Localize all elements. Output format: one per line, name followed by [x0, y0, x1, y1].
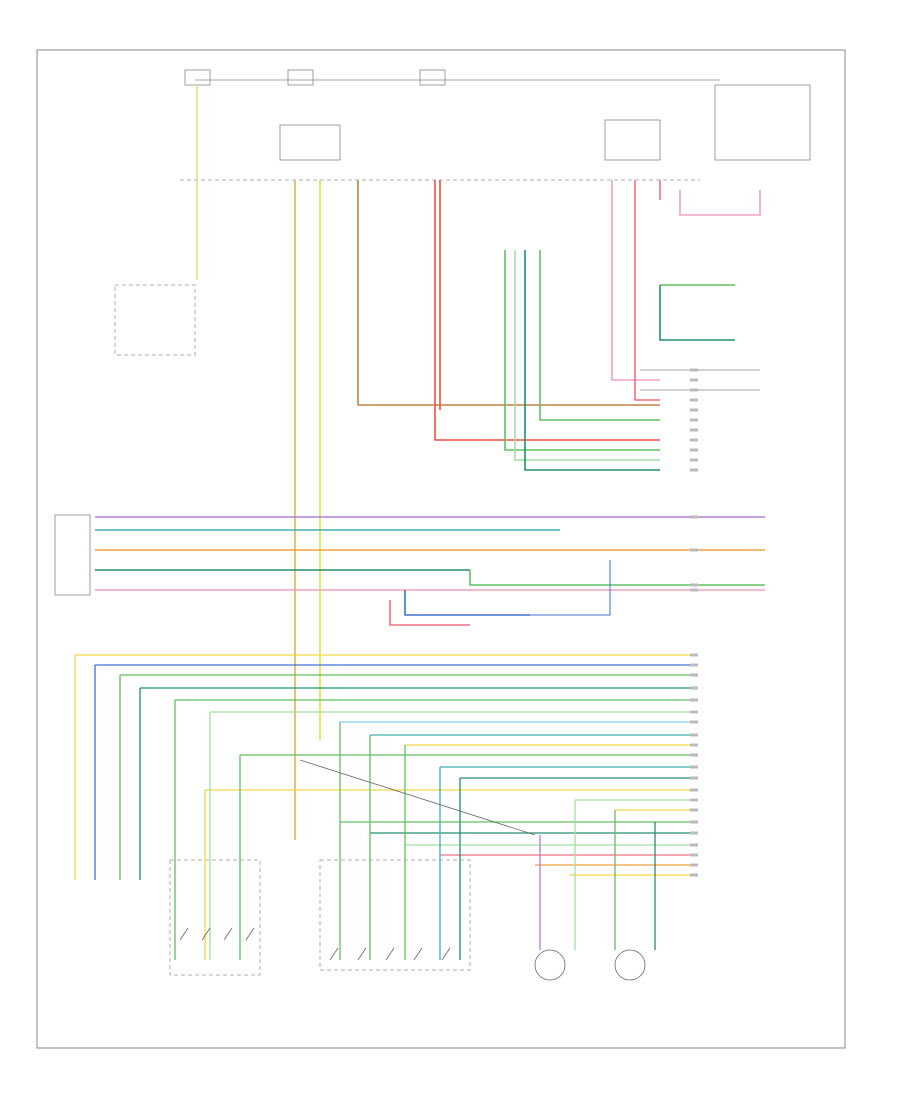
wire-26 [469, 570, 765, 586]
wire-72 [329, 947, 339, 961]
connector-pin-19 [690, 853, 698, 857]
connector-pin-28 [690, 428, 698, 432]
wire-group [74, 85, 765, 961]
output-speed-sensor [534, 949, 566, 981]
input-speed-sensor [614, 949, 646, 981]
connector-pin-30 [690, 448, 698, 452]
connector-pin-15 [690, 808, 698, 812]
brake-switch-box [604, 119, 661, 161]
diagram-frame [36, 49, 846, 1049]
wire-15 [539, 250, 660, 421]
connector-pin-18 [690, 843, 698, 847]
solenoid-pack-box [169, 859, 261, 976]
wire-17 [659, 285, 735, 341]
connector-pin-35 [690, 583, 698, 587]
wire-29 [405, 560, 611, 616]
wire-28 [404, 590, 530, 616]
throttle-position-sensor-box [54, 514, 91, 596]
connector-pin-26 [690, 408, 698, 412]
connector-pin-24 [690, 388, 698, 392]
connector-pin-7 [690, 720, 698, 724]
wire-12 [504, 250, 660, 451]
connector-pin-12 [690, 776, 698, 780]
wire-9 [634, 180, 660, 401]
connector-pin-4 [690, 686, 698, 690]
wire-71 [245, 927, 255, 941]
connector-pin-13 [690, 788, 698, 792]
wire-73 [357, 947, 367, 961]
connector-pin-25 [690, 398, 698, 402]
connector-pin-32 [690, 468, 698, 472]
fuse-block-2 [287, 69, 314, 86]
connector-pin-17 [690, 831, 698, 835]
connector-pin-31 [690, 458, 698, 462]
connector-pin-33 [690, 515, 698, 519]
connector-pin-9 [690, 743, 698, 747]
connector-pin-34 [690, 548, 698, 552]
connector-pin-11 [690, 765, 698, 769]
connector-pin-2 [690, 663, 698, 667]
wire-69 [201, 927, 211, 941]
transmission-control-relay-box [279, 124, 341, 161]
wire-70 [223, 927, 233, 941]
connector-pin-23 [690, 378, 698, 382]
connector-pin-21 [690, 873, 698, 877]
connector-pin-22 [690, 368, 698, 372]
transmission-range-sensor-box [319, 859, 471, 971]
connector-pin-36 [690, 588, 698, 592]
fuse-block-3 [419, 69, 446, 86]
wire-77 [299, 759, 536, 836]
connector-pin-16 [690, 820, 698, 824]
connector-pin-10 [690, 753, 698, 757]
connector-pin-29 [690, 438, 698, 442]
connector-pin-8 [690, 733, 698, 737]
wire-5 [357, 180, 660, 406]
wire-74 [385, 947, 395, 961]
wire-14 [524, 250, 660, 471]
wire-6 [434, 180, 660, 441]
wire-75 [413, 947, 423, 961]
connector-pin-20 [690, 863, 698, 867]
wire-76 [441, 947, 451, 961]
connector-pin-27 [690, 418, 698, 422]
wire-27 [389, 600, 470, 626]
connector-pin-6 [690, 710, 698, 714]
connector-pin-3 [690, 673, 698, 677]
wire-11 [679, 190, 761, 216]
connector-pin-1 [690, 653, 698, 657]
fuse-block-1 [184, 69, 211, 86]
connector-pin-5 [690, 698, 698, 702]
data-link-connector-box [114, 284, 196, 356]
wire-13 [514, 250, 660, 461]
ignition-switch-box [714, 84, 811, 161]
connector-pin-14 [690, 798, 698, 802]
label-group [690, 368, 698, 877]
wire-8 [611, 180, 660, 381]
wire-68 [179, 927, 189, 941]
